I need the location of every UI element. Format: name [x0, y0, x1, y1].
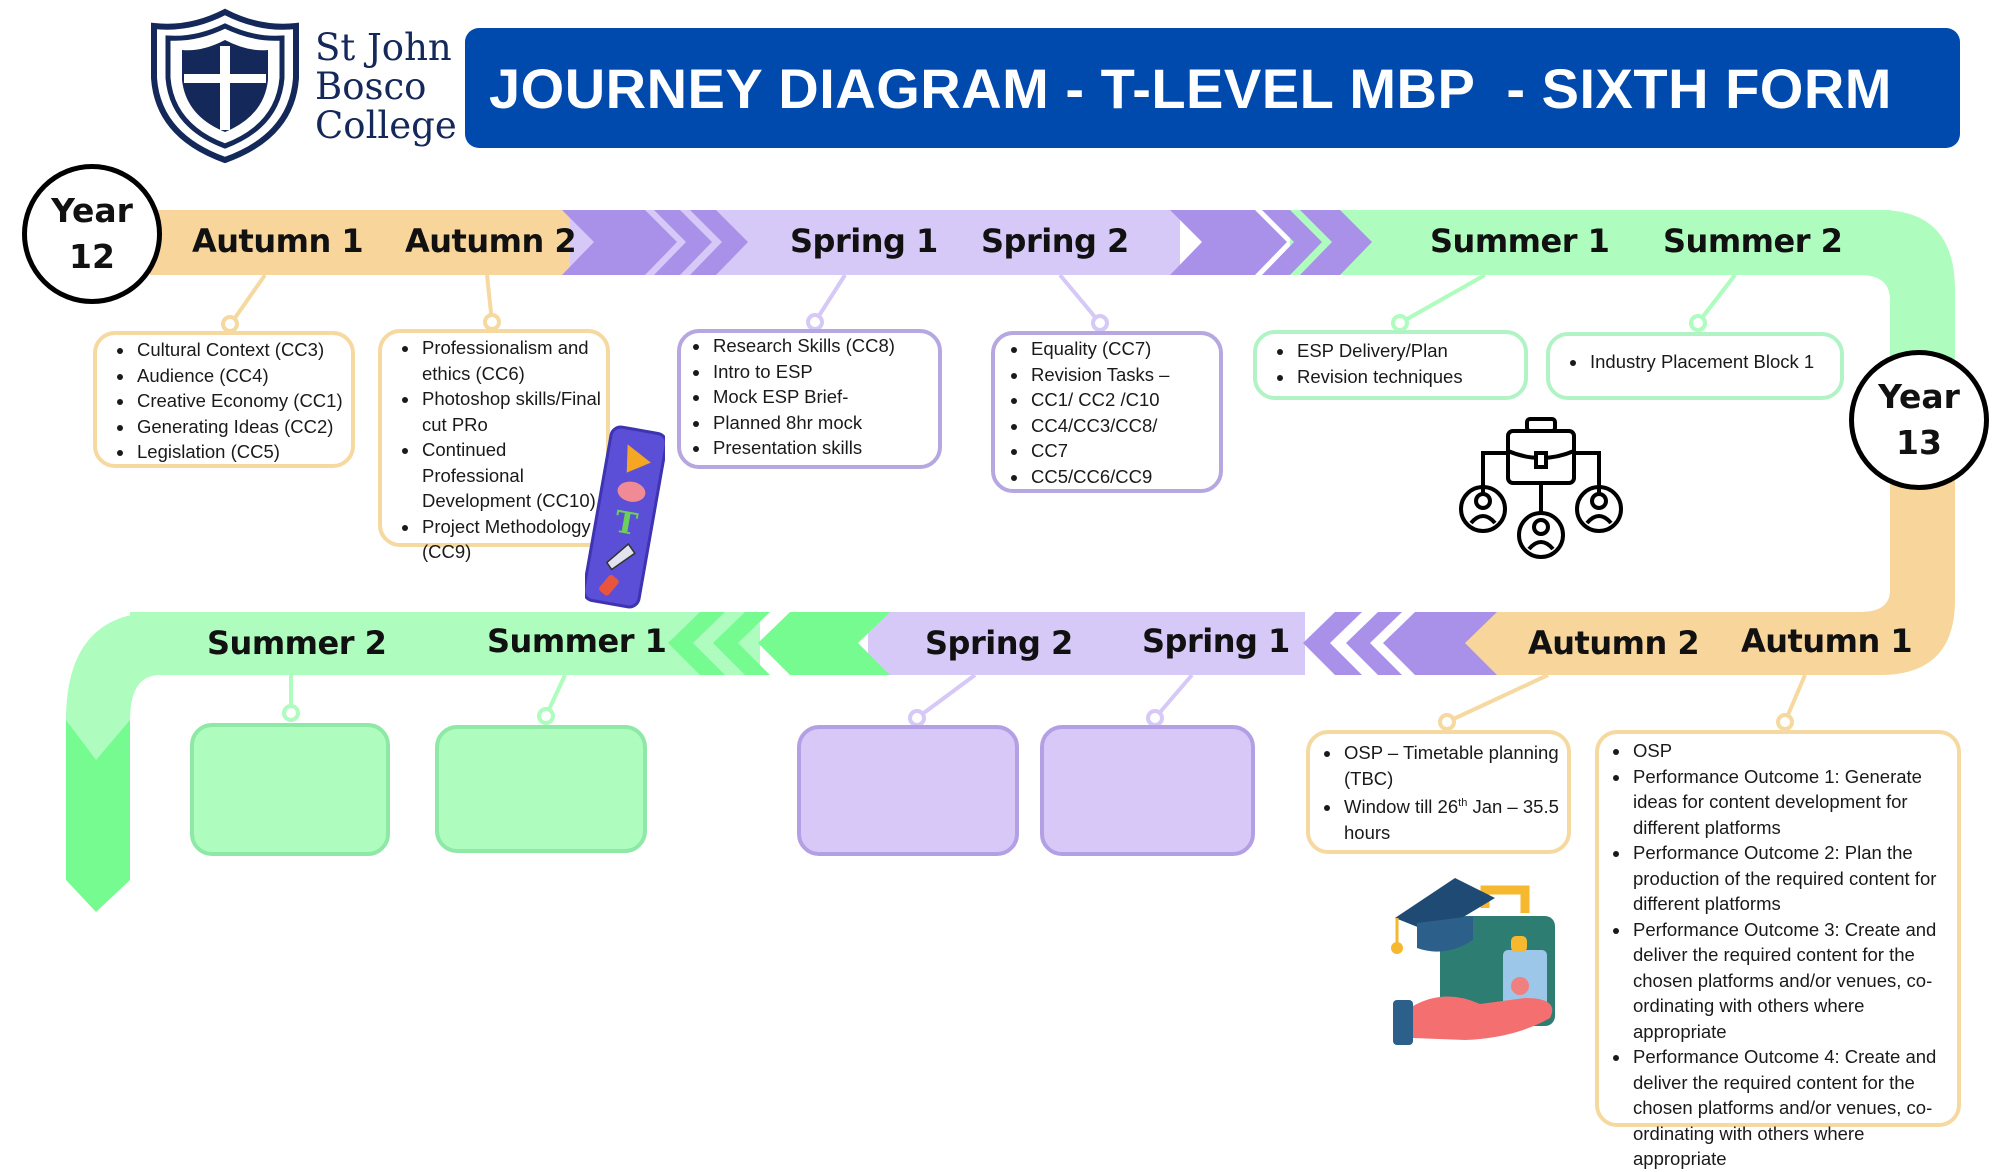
list-item: Generating Ideas (CC2): [135, 414, 351, 440]
year-label: Year: [51, 191, 133, 230]
term-box-y13-spring-1: [1040, 725, 1255, 856]
year-label: Year: [1878, 377, 1960, 416]
briefcase-team-hierarchy-icon: [1459, 417, 1623, 559]
road-y12-autumn: [150, 210, 570, 275]
term-label-y12-autumn-2: Autumn 2: [405, 222, 577, 260]
list-item: CC5/CC6/CC9: [1029, 464, 1219, 490]
list-item: Audience (CC4): [135, 363, 351, 389]
design-tools-toolbar-icon: T: [585, 425, 665, 609]
chevron: [668, 612, 725, 675]
term-box-y13-summer-1: [435, 725, 647, 853]
window-text: Window till 26: [1344, 796, 1459, 818]
term-label-y12-summer-1: Summer 1: [1430, 222, 1610, 260]
page-title: JOURNEY DIAGRAM - T-LEVEL MBP - SIXTH FO…: [489, 56, 1892, 120]
list-item: CC7: [1029, 438, 1219, 464]
year-number: 12: [69, 237, 115, 276]
list-item: Creative Economy (CC1): [135, 388, 351, 414]
list-item: Planned 8hr mock: [711, 410, 938, 436]
list-item: Legislation (CC5): [135, 439, 351, 465]
term-label-y13-spring-1: Spring 1: [1142, 622, 1290, 660]
year-12-badge: Year 12: [22, 164, 162, 304]
chevron: [1170, 210, 1287, 275]
list-item: Research Skills (CC8): [711, 333, 938, 359]
term-label-y12-spring-1: Spring 1: [790, 222, 938, 260]
term-label-y13-summer-1: Summer 1: [487, 622, 667, 660]
chevron: [713, 612, 770, 675]
chevron: [1303, 612, 1362, 675]
window-text: Jan – 35.5 hours: [1344, 796, 1559, 843]
chevron: [758, 612, 890, 675]
list-item: Industry Placement Block 1: [1588, 349, 1840, 375]
list-item: CC1/ CC2 /C10: [1029, 387, 1219, 413]
list-item: Revision Tasks –: [1029, 362, 1219, 388]
shield-cross-icon: [151, 8, 299, 164]
term-label-y13-spring-2: Spring 2: [925, 624, 1073, 662]
year-number: 13: [1896, 423, 1942, 462]
road-y13-autumn: [1463, 612, 1880, 675]
term-label-y12-autumn-1: Autumn 1: [192, 222, 364, 260]
term-box-y12-summer-1: ESP Delivery/Plan Revision techniques: [1253, 330, 1528, 400]
road-y13-summer-band: [130, 612, 760, 675]
chevron: [1262, 210, 1322, 275]
logo-line: St John: [315, 26, 452, 69]
term-label-y13-autumn-1: Autumn 1: [1741, 622, 1913, 660]
chevron: [562, 210, 677, 275]
term-box-y13-summer-2: [190, 723, 390, 856]
term-box-y13-spring-2: [797, 725, 1019, 856]
term-label-y13-autumn-2: Autumn 2: [1528, 624, 1700, 662]
chevron: [690, 210, 748, 275]
list-item: Continued Professional Development (CC10…: [420, 437, 606, 514]
road-curve-bottom: [1860, 440, 1955, 675]
logo-line: College: [315, 104, 457, 147]
term-label-y12-summer-2: Summer 2: [1663, 222, 1843, 260]
chevron: [1383, 612, 1497, 675]
logo-line: Bosco: [315, 65, 427, 108]
list-item: Performance Outcome 2: Plan the producti…: [1631, 840, 1957, 917]
term-label-y12-spring-2: Spring 2: [981, 222, 1129, 260]
road-y12-summer-band: [1290, 210, 1890, 275]
list-item: CC4/CC3/CC8/: [1029, 413, 1219, 439]
road-y13-spring-band: [868, 612, 1305, 675]
list-item: OSP: [1631, 738, 1957, 764]
road-end-arrow: [66, 720, 130, 912]
term-box-y12-summer-2: Industry Placement Block 1: [1546, 332, 1844, 400]
list-item: Presentation skills: [711, 435, 938, 461]
chevron: [1346, 612, 1402, 675]
journey-road: [66, 210, 1955, 912]
term-box-y12-spring-1: Research Skills (CC8) Intro to ESP Mock …: [677, 329, 942, 469]
list-item: Performance Outcome 3: Create and delive…: [1631, 917, 1957, 1045]
year-13-badge: Year 13: [1849, 350, 1989, 490]
list-item: Performance Outcome 4: Create and delive…: [1631, 1044, 1957, 1172]
term-box-y12-autumn-1: Cultural Context (CC3) Audience (CC4) Cr…: [93, 331, 355, 468]
term-box-y13-autumn-1: OSP Performance Outcome 1: Generate idea…: [1595, 730, 1961, 1169]
chevron: [1300, 210, 1372, 275]
road-curve-top: [1860, 210, 1955, 380]
graduation-hand-briefcase-icon: [1391, 878, 1555, 1045]
college-logo-text: St John Bosco College: [315, 28, 457, 145]
list-item: Equality (CC7): [1029, 336, 1219, 362]
list-item: Performance Outcome 1: Generate ideas fo…: [1631, 764, 1957, 841]
list-item: Photoshop skills/Final cut PRo: [420, 386, 606, 437]
list-item: Revision techniques: [1295, 364, 1524, 390]
term-label-y13-summer-2: Summer 2: [207, 624, 387, 662]
list-item: Cultural Context (CC3): [135, 337, 351, 363]
list-item: Project Methodology (CC9): [420, 514, 606, 565]
title-banner: JOURNEY DIAGRAM - T-LEVEL MBP - SIXTH FO…: [465, 28, 1960, 148]
term-box-y13-autumn-2: OSP – Timetable planning (TBC) Window ti…: [1306, 730, 1571, 854]
ordinal-suffix: th: [1458, 797, 1468, 809]
list-item: Mock ESP Brief-: [711, 384, 938, 410]
list-item: Window till 26th Jan – 35.5 hours: [1342, 791, 1567, 845]
term-box-y12-spring-2: Equality (CC7) Revision Tasks – CC1/ CC2…: [991, 331, 1223, 493]
term-box-y12-autumn-2: Professionalism and ethics (CC6) Photosh…: [378, 329, 610, 562]
list-item: OSP – Timetable planning (TBC): [1342, 740, 1567, 791]
list-item: ESP Delivery/Plan: [1295, 338, 1524, 364]
chevron: [654, 210, 712, 275]
list-item: Intro to ESP: [711, 359, 938, 385]
list-item: Professionalism and ethics (CC6): [420, 335, 606, 386]
